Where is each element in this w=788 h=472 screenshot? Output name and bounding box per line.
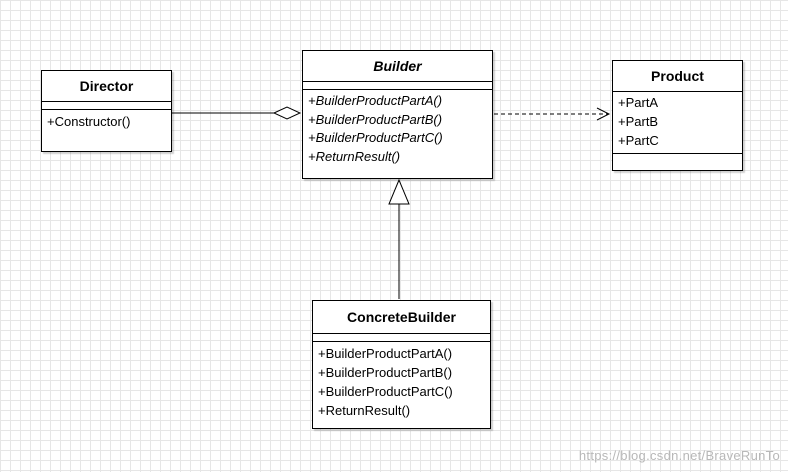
attribute-part-b: +PartB	[618, 114, 659, 129]
class-builder[interactable]: Builder +BuilderProductPartA() +BuilderP…	[302, 50, 493, 179]
operation-build-part-b: +BuilderProductPartB()	[318, 365, 453, 380]
operations-compartment-builder: +BuilderProductPartA() +BuilderProductPa…	[303, 90, 492, 168]
class-concrete-builder[interactable]: ConcreteBuilder +BuilderProductPartA() +…	[312, 300, 491, 429]
operations-compartment-concrete-builder: +BuilderProductPartA() +BuilderProductPa…	[313, 342, 490, 422]
watermark-url: https://blog.csdn.net/BraveRunTo	[578, 448, 780, 463]
attribute-part-a: +PartA	[618, 95, 659, 110]
class-name-director: Director	[42, 71, 171, 102]
attribute-part-c: +PartC	[618, 133, 659, 148]
operation-return-result: +ReturnResult()	[318, 403, 411, 418]
operation-constructor: +Constructor()	[47, 114, 131, 129]
attributes-compartment-builder	[303, 82, 492, 90]
class-name-concrete-builder: ConcreteBuilder	[313, 301, 490, 334]
operation-build-part-a: +BuilderProductPartA()	[318, 346, 453, 361]
operation-return-result: +ReturnResult()	[308, 148, 401, 164]
aggregation-diamond	[272, 106, 302, 120]
operations-compartment-product	[613, 154, 742, 158]
operation-build-part-c: +BuilderProductPartC()	[318, 384, 453, 399]
class-director[interactable]: Director +Constructor()	[41, 70, 172, 152]
class-name-builder: Builder	[303, 51, 492, 82]
class-name-product: Product	[613, 61, 742, 92]
operations-compartment-director: +Constructor()	[42, 110, 171, 133]
operation-build-part-a: +BuilderProductPartA()	[308, 93, 443, 108]
attributes-compartment-concrete-builder	[313, 334, 490, 342]
attributes-compartment-director	[42, 102, 171, 110]
operation-build-part-c: +BuilderProductPartC()	[308, 130, 443, 145]
attributes-compartment-product: +PartA +PartB +PartC	[613, 92, 742, 154]
dependency-arrowhead	[596, 107, 611, 121]
generalization-triangle	[388, 178, 410, 205]
class-product[interactable]: Product +PartA +PartB +PartC	[612, 60, 743, 171]
operation-build-part-b: +BuilderProductPartB()	[308, 111, 443, 127]
